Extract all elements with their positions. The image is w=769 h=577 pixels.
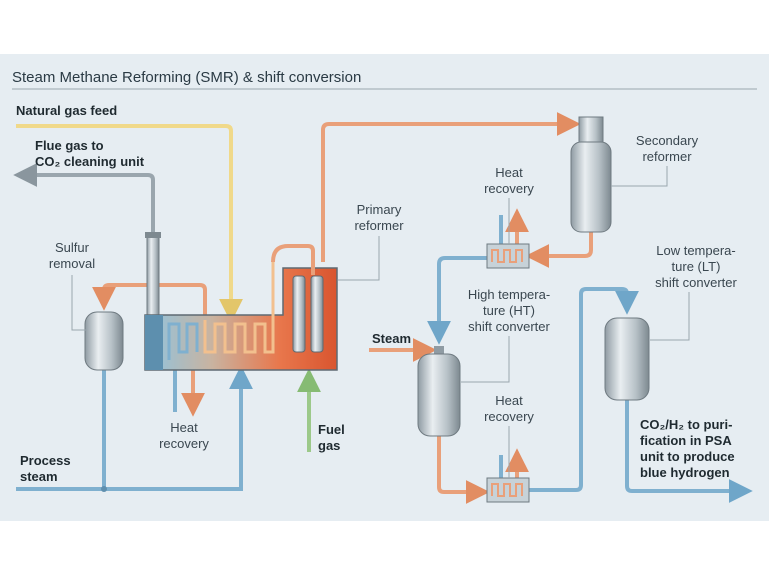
- label-lt-line2: ture (LT): [672, 259, 721, 274]
- label-fuel-line2: gas: [318, 438, 340, 453]
- heat-recovery-bottom-coil: [491, 483, 523, 497]
- label-process-line1: Process: [20, 453, 71, 468]
- process-steam-pipe: [16, 365, 253, 491]
- label-product-line4: blue hydrogen: [640, 465, 730, 480]
- label-process-line2: steam: [20, 469, 58, 484]
- furnace-left-wall: [145, 315, 163, 370]
- label-ht-line1: High tempera-: [468, 287, 550, 302]
- leader-ht: [461, 336, 510, 383]
- convection-coil-orange: [203, 262, 275, 354]
- label-fuel-line1: Fuel: [318, 422, 345, 437]
- label-natural-gas-feed: Natural gas feed: [16, 103, 117, 118]
- label-heat-bottom-line2: recovery: [484, 409, 534, 424]
- pipe-junction: [101, 486, 107, 492]
- stack-cap: [145, 232, 161, 238]
- ht-to-heat-recovery-pipe: [437, 436, 490, 504]
- label-lt-line1: Low tempera-: [656, 243, 735, 258]
- leader-secondary: [611, 166, 668, 187]
- label-flue-gas-line1: Flue gas to: [35, 138, 104, 153]
- reformer-tube-2: [310, 275, 324, 353]
- sulfur-removal-vessel: [84, 311, 124, 371]
- label-ht-line3: shift converter: [468, 319, 550, 334]
- label-product-line1: CO₂/H₂ to puri-: [640, 417, 732, 432]
- label-flue-gas-line2: CO₂ cleaning unit: [35, 154, 145, 169]
- label-sulfur-line1: Sulfur: [55, 240, 90, 255]
- secondary-to-heat-recovery-pipe: [525, 232, 593, 268]
- flue-gas-stack: [146, 235, 160, 317]
- product-outlet-pipe: [625, 400, 753, 503]
- label-heat-bottom-line1: Heat: [495, 393, 523, 408]
- secondary-reformer-vessel: [570, 141, 612, 233]
- heat-recovery-top-coil: [491, 249, 523, 263]
- label-heat-top-line2: recovery: [484, 181, 534, 196]
- label-steam: Steam: [372, 331, 411, 346]
- label-primary-line1: Primary: [357, 202, 402, 217]
- label-lt-line3: shift converter: [655, 275, 737, 290]
- furnace-crossover: [271, 244, 315, 275]
- diagram-panel: [0, 54, 769, 521]
- label-primary-line2: reformer: [354, 218, 404, 233]
- flue-gas-pipe: [13, 163, 155, 236]
- leader-primary: [338, 236, 380, 281]
- label-product-line3: unit to produce: [640, 449, 735, 464]
- diagram-title: Steam Methane Reforming (SMR) & shift co…: [12, 69, 361, 86]
- label-product-line2: fication in PSA: [640, 433, 732, 448]
- natural-gas-feed-pipe: [16, 124, 243, 323]
- lt-shift-converter: [604, 317, 650, 401]
- leader-lt: [650, 292, 690, 341]
- heat-recovery-to-lt-pipe: [527, 287, 639, 492]
- label-ht-line2: ture (HT): [483, 303, 535, 318]
- heat-recovery-to-ht-pipe: [427, 256, 487, 345]
- label-heat-left-line1: Heat: [170, 420, 198, 435]
- convection-coil-blue: [167, 322, 199, 360]
- ht-shift-converter: [417, 353, 461, 437]
- label-heat-left-line2: recovery: [159, 436, 209, 451]
- reformer-tube-1: [292, 275, 306, 353]
- label-heat-top-line1: Heat: [495, 165, 523, 180]
- label-secondary-line2: reformer: [642, 149, 692, 164]
- ht-shift-nozzle: [434, 346, 444, 356]
- leader-sulfur: [71, 275, 86, 331]
- primary-to-secondary-pipe: [321, 112, 581, 262]
- label-secondary-line1: Secondary: [636, 133, 699, 148]
- label-sulfur-line2: removal: [49, 256, 95, 271]
